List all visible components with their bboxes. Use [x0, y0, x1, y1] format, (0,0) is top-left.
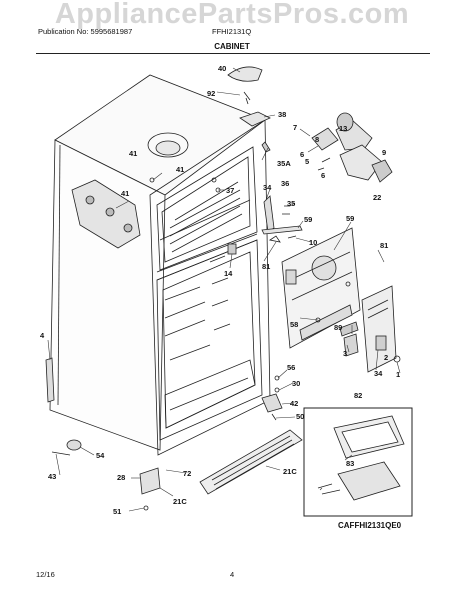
callout-label: 7 — [293, 123, 297, 132]
callout-label: 81 — [262, 262, 270, 271]
callout-label: 2 — [384, 353, 388, 362]
callout-label: 40 — [218, 64, 226, 73]
diagram-reference-code: CAFFHI2131QE0 — [338, 521, 402, 530]
callout-label: 35 — [287, 199, 295, 208]
callout-label: 51 — [113, 507, 121, 516]
callout-label: 8 — [315, 135, 319, 144]
callout-label: 22 — [373, 193, 381, 202]
callout-label: 42 — [290, 399, 298, 408]
ice-maker-box — [303, 407, 413, 517]
callout-label: 6 — [321, 171, 325, 180]
callout-label: 28 — [117, 473, 125, 482]
callout-label: 41 — [121, 189, 129, 198]
footer-date: 12/16 — [36, 570, 55, 579]
callout-label: 41 — [176, 165, 184, 174]
callout-label: 82 — [354, 391, 362, 400]
callout-label: 6 — [300, 150, 304, 159]
footer-page-number: 4 — [230, 570, 235, 579]
header-rule — [36, 53, 430, 54]
callout-label: 81 — [380, 241, 388, 250]
watermark: AppliancePartsPros.com — [54, 0, 410, 30]
callout-label: 36 — [281, 179, 289, 188]
callout-label: 3 — [343, 349, 347, 358]
side-brackets-41 — [71, 179, 141, 249]
callout-label: 30 — [292, 379, 300, 388]
callout-label: 34 — [263, 183, 272, 192]
publication-number: Publication No: 5995681987 — [38, 27, 133, 36]
callout-label: 41 — [129, 149, 137, 158]
callout-label: 1 — [396, 370, 400, 379]
callout-label: 58 — [290, 320, 298, 329]
callout-label: 54 — [96, 451, 105, 460]
callout-label: 5 — [305, 157, 309, 166]
bottom-hinge-parts — [261, 375, 283, 421]
cabinet-body — [49, 74, 271, 456]
callout-label: 43 — [48, 472, 56, 481]
callout-label: 35A — [277, 159, 291, 168]
callout-label: 13 — [339, 124, 347, 133]
callout-label: 83 — [346, 459, 354, 468]
callout-label: 21C — [173, 497, 187, 506]
callout-label: 4 — [40, 331, 45, 340]
callout-label: 92 — [207, 89, 215, 98]
callout-label: 89 — [334, 323, 342, 332]
section-title: CABINET — [214, 42, 250, 51]
callout-label: 38 — [278, 110, 286, 119]
kickplate-grille-72 — [199, 429, 303, 495]
callout-label: 72 — [183, 469, 191, 478]
callout-label: 56 — [287, 363, 295, 372]
panel-assembly — [339, 285, 401, 373]
callout-label: 14 — [224, 269, 233, 278]
callout-label: 59 — [346, 214, 354, 223]
callout-label: 10 — [309, 238, 317, 247]
callout-label: 59 — [304, 215, 312, 224]
callout-label: 21C — [283, 467, 297, 476]
callout-label: 37 — [226, 186, 234, 195]
control-assembly — [311, 112, 393, 183]
leader-lines — [47, 67, 401, 512]
top-hinge-parts — [149, 66, 271, 193]
callout-label: 34 — [374, 369, 383, 378]
model-number: FFHI2131Q — [212, 27, 252, 36]
callout-label: 50 — [296, 412, 304, 421]
callout-label: 9 — [382, 148, 386, 157]
roller-parts — [51, 439, 161, 511]
small-parts-35 — [227, 195, 303, 255]
